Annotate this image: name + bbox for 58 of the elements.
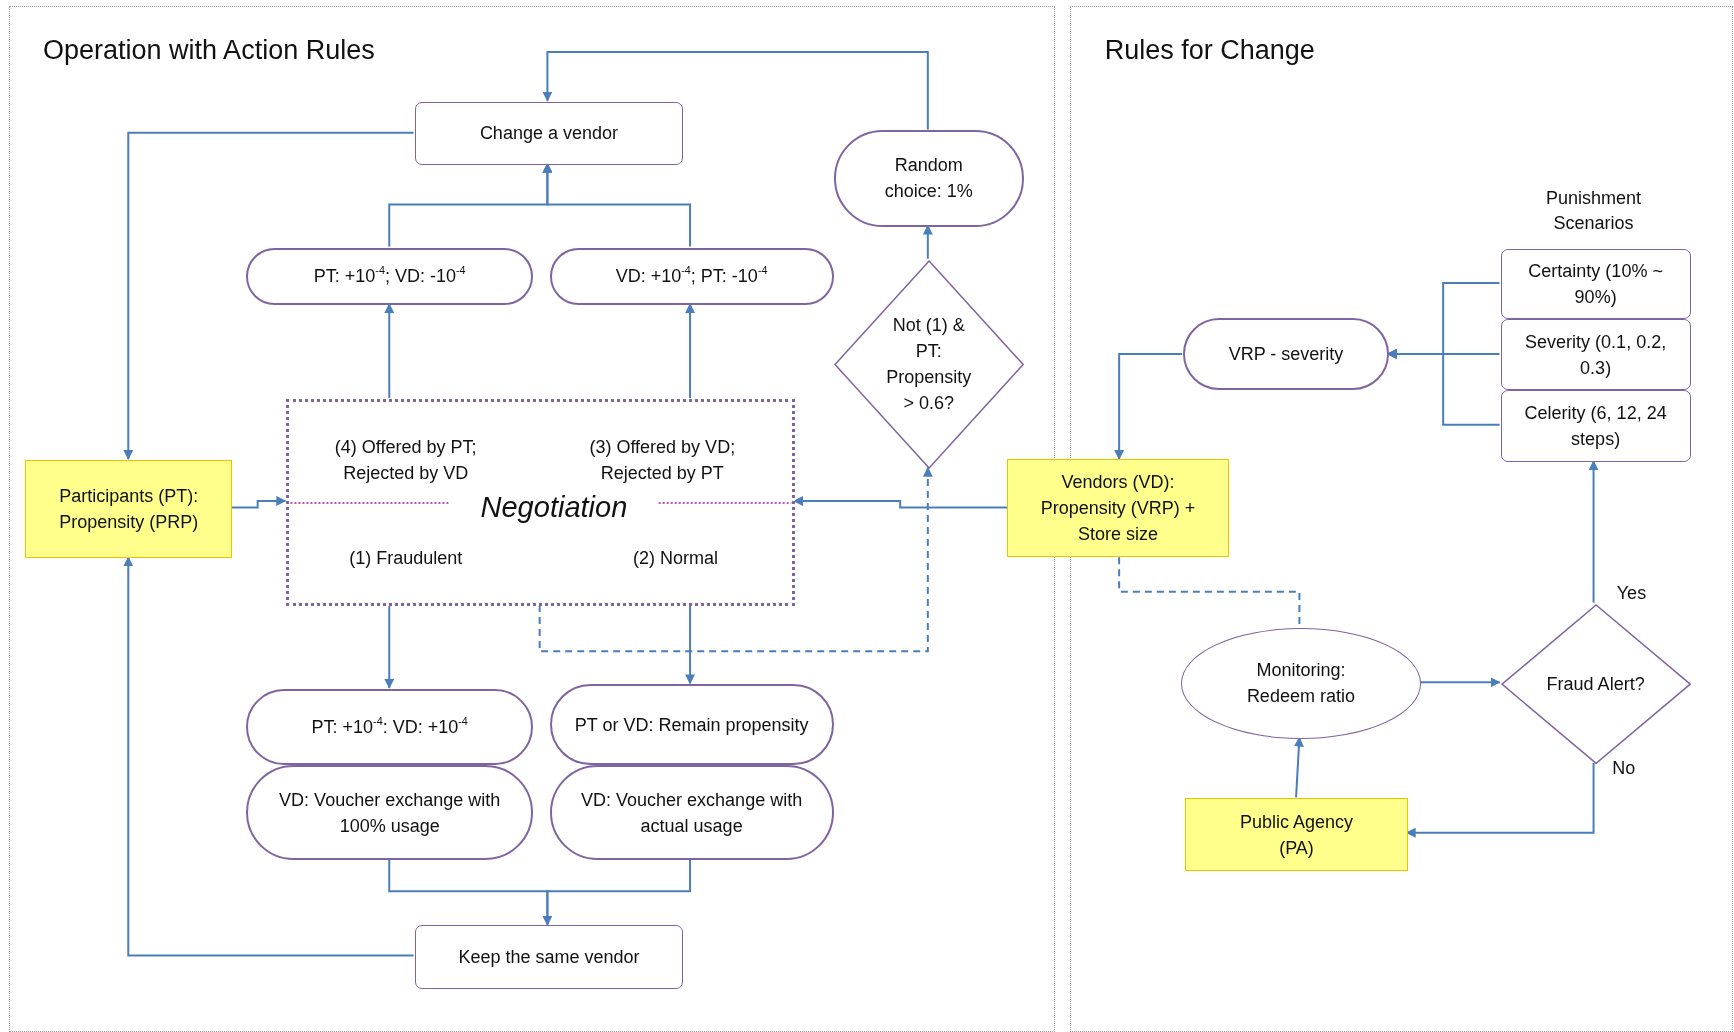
node-text: Fraud Alert? <box>1546 672 1645 696</box>
node-text: PT: +10$^{-4}$: VD: +10$^{-4}$ <box>311 714 468 739</box>
group-title: Negotiation <box>479 490 629 526</box>
decision-diamond <box>833 259 1024 469</box>
group-heading: Punishment Scenarios <box>1545 187 1643 236</box>
arrow <box>123 556 415 957</box>
process-box <box>1500 248 1691 320</box>
node-text: Certainty (10% ~ 90%) <box>1527 259 1664 310</box>
arrow <box>1405 762 1595 838</box>
node-text: VRP - severity <box>1228 343 1344 367</box>
node-text: Public Agency (PA) <box>1238 810 1355 860</box>
edge-label: No <box>1612 757 1636 779</box>
case-text: (1) Fraudulent <box>348 547 464 571</box>
panel-heading: Operation with Action Rules <box>43 35 375 67</box>
arrow <box>685 303 696 400</box>
process-box <box>1500 319 1691 391</box>
node-text: Vendors (VD): Propensity (VRP) + Store size <box>1039 471 1197 547</box>
case-text: (2) Normal <box>632 547 720 571</box>
negotiation-box <box>286 399 795 606</box>
node-text: Monitoring: Redeem ratio <box>1245 659 1356 709</box>
node-text: Celerity (6, 12, 24 steps) <box>1523 402 1668 452</box>
arrow <box>542 51 929 131</box>
arrow <box>922 224 933 260</box>
node-text: Keep the same vendor <box>458 945 640 969</box>
actor-box <box>25 459 233 559</box>
arrow <box>1418 677 1501 688</box>
case-text: (4) Offered by PT; Rejected by VD <box>333 435 478 485</box>
node-text: Not (1) & PT: Propensity > 0.6? <box>885 314 973 416</box>
node-text: VD: Voucher exchange with 100% usage <box>278 788 502 838</box>
arrow <box>230 495 287 509</box>
arrow <box>538 466 933 653</box>
arrow <box>1386 348 1501 426</box>
process-box <box>1500 390 1691 463</box>
arrow <box>384 603 395 689</box>
process-box <box>414 101 684 165</box>
arrow <box>1293 736 1304 799</box>
arrow <box>384 303 395 400</box>
node-text: VD: +10$^{-4}$; PT: -10$^{-4}$ <box>615 263 768 289</box>
node-text: Severity (0.1, 0.2, 0.3) <box>1524 330 1668 380</box>
edge-label: Yes <box>1616 582 1647 604</box>
node-text: Participants (PT): Propensity (PRP) <box>58 485 200 535</box>
case-text: (3) Offered by VD; Rejected by PT <box>588 435 737 485</box>
node-text: VD: Voucher exchange with actual usage <box>580 788 804 838</box>
panel-heading: Rules for Change <box>1104 35 1315 67</box>
node-text: Random choice: 1% <box>883 154 974 204</box>
arrow <box>1114 352 1184 460</box>
arrow <box>542 858 692 926</box>
arrow <box>1588 460 1599 604</box>
node-text: Change a vendor <box>479 122 618 146</box>
node-text: PT: +10$^{-4}$; VD: -10$^{-4}$ <box>313 263 466 289</box>
actor-box <box>1185 798 1408 872</box>
arrow <box>685 603 696 685</box>
actor-box <box>1007 458 1229 558</box>
node-text: PT or VD: Remain propensity <box>574 713 809 737</box>
arrow <box>793 495 1009 509</box>
arrow <box>123 131 415 460</box>
process-box <box>414 925 684 989</box>
arrow <box>542 162 692 248</box>
